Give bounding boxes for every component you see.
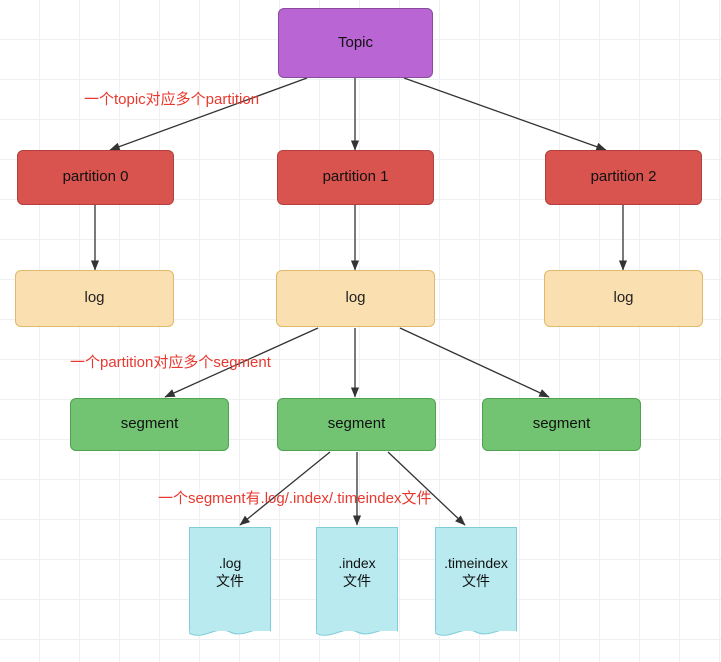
node-log-1[interactable]: log — [276, 270, 435, 327]
file-node-timeindex[interactable]: .timeindex 文件 — [435, 527, 517, 638]
file-node-timeindex-label: .timeindex 文件 — [435, 527, 517, 631]
node-segment-1[interactable]: segment — [277, 398, 436, 451]
edge-topic-partition2 — [403, 77, 607, 151]
node-log-2[interactable]: log — [544, 270, 703, 327]
node-partition-0[interactable]: partition 0 — [17, 150, 174, 205]
file-node-log[interactable]: .log 文件 — [189, 527, 271, 638]
node-log-0[interactable]: log — [15, 270, 174, 327]
file-node-log-label: .log 文件 — [189, 527, 271, 631]
file-node-index[interactable]: .index 文件 — [316, 527, 398, 638]
annotation-partition-segment: 一个partition对应多个segment — [70, 354, 271, 371]
node-partition-2[interactable]: partition 2 — [545, 150, 702, 205]
node-segment-0[interactable]: segment — [70, 398, 229, 451]
node-topic[interactable]: Topic — [278, 8, 433, 78]
edge-log1-segment2 — [399, 327, 550, 398]
file-node-index-label: .index 文件 — [316, 527, 398, 631]
annotation-segment-files: 一个segment有.log/.index/.timeindex文件 — [158, 490, 432, 507]
annotation-topic-partition: 一个topic对应多个partition — [84, 91, 260, 108]
node-partition-1[interactable]: partition 1 — [277, 150, 434, 205]
node-segment-2[interactable]: segment — [482, 398, 641, 451]
